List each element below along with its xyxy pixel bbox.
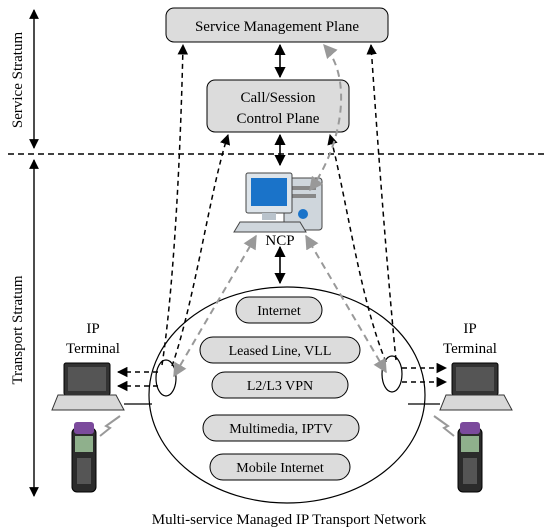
service-label: L2/L3 VPN (247, 379, 313, 394)
laptop-icon (439, 362, 513, 411)
service-pill-multimedia (202, 414, 360, 442)
dashed-right-to-smp (366, 43, 397, 361)
service-list: Internet Leased Line, VLL L2/L3 VPN Mult… (199, 296, 361, 481)
gray-arrow-ncp-to-smp (309, 43, 343, 192)
desktop-computer-icon (233, 172, 323, 233)
left-edge-node (155, 359, 177, 397)
gray-arrow-right-to-ncp (305, 234, 387, 374)
mobile-phone-icon (457, 422, 483, 493)
right-terminal-label-line1: IP (463, 321, 476, 337)
service-label: Leased Line, VLL (229, 344, 332, 359)
dashed-right-to-cscp (327, 133, 387, 363)
call-session-label-line2: Control Plane (237, 111, 320, 127)
transport-network-ellipse (148, 286, 426, 504)
service-label: Multimedia, IPTV (229, 422, 332, 437)
laptop-icon (51, 362, 125, 411)
service-stratum-label: Service Stratum (10, 32, 26, 129)
network-caption: Multi-service Managed IP Transport Netwo… (152, 512, 427, 528)
transport-stratum-label: Transport Stratum (10, 275, 26, 384)
service-management-plane-box (165, 7, 389, 43)
left-terminal-label-line2: Terminal (66, 341, 120, 357)
left-terminal-label-line1: IP (86, 321, 99, 337)
right-edge-node (381, 355, 403, 393)
mobile-phone-icon (71, 422, 97, 493)
call-session-label-line1: Call/Session (240, 90, 316, 106)
service-label: Mobile Internet (236, 461, 324, 476)
right-wireless-link-icon (433, 415, 455, 437)
service-management-plane-label: Service Management Plane (195, 19, 359, 35)
left-wireless-link-icon (99, 415, 121, 437)
service-label: Internet (257, 304, 301, 319)
ncp-label: NCP (265, 233, 294, 249)
gray-arrow-left-to-ncp (173, 234, 257, 378)
service-pill-vpn (211, 371, 349, 399)
service-pill-mobile-internet (209, 453, 351, 481)
right-terminal-label-line2: Terminal (443, 341, 497, 357)
dashed-left-to-smp (161, 43, 189, 366)
